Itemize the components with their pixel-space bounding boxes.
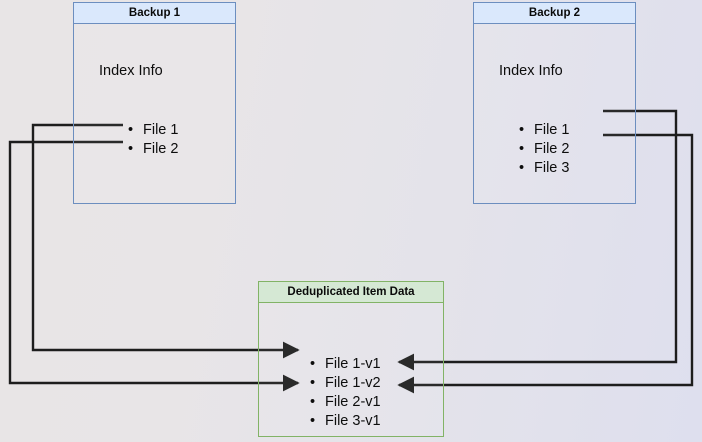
list-item[interactable]: File 1-v1 [310, 355, 381, 374]
backup-2-subtitle: Index Info [499, 63, 563, 79]
list-item[interactable]: File 2 [519, 140, 569, 159]
backup-1-title: Backup 1 [74, 3, 235, 24]
deduplicated-item-data-box[interactable]: Deduplicated Item Data File 1-v1 File 1-… [258, 281, 444, 437]
backup-2-title: Backup 2 [474, 3, 635, 24]
list-item[interactable]: File 1-v2 [310, 374, 381, 393]
backup-1-box[interactable]: Backup 1 Index Info File 1 File 2 [73, 2, 236, 204]
backup-2-file-list: File 1 File 2 File 3 [519, 121, 569, 178]
deduplicated-item-data-title: Deduplicated Item Data [259, 282, 443, 303]
backup-2-body: Index Info File 1 File 2 File 3 [474, 24, 635, 203]
backup-1-file-list: File 1 File 2 [128, 121, 178, 159]
list-item[interactable]: File 2 [128, 140, 178, 159]
list-item[interactable]: File 1 [519, 121, 569, 140]
list-item[interactable]: File 3-v1 [310, 412, 381, 431]
list-item[interactable]: File 1 [128, 121, 178, 140]
backup-2-box[interactable]: Backup 2 Index Info File 1 File 2 File 3 [473, 2, 636, 204]
list-item[interactable]: File 2-v1 [310, 393, 381, 412]
list-item[interactable]: File 3 [519, 159, 569, 178]
backup-1-body: Index Info File 1 File 2 [74, 24, 235, 203]
deduplicated-file-list: File 1-v1 File 1-v2 File 2-v1 File 3-v1 [310, 355, 381, 431]
deduplicated-item-data-body: File 1-v1 File 1-v2 File 2-v1 File 3-v1 [259, 303, 443, 436]
backup-1-subtitle: Index Info [99, 63, 163, 79]
